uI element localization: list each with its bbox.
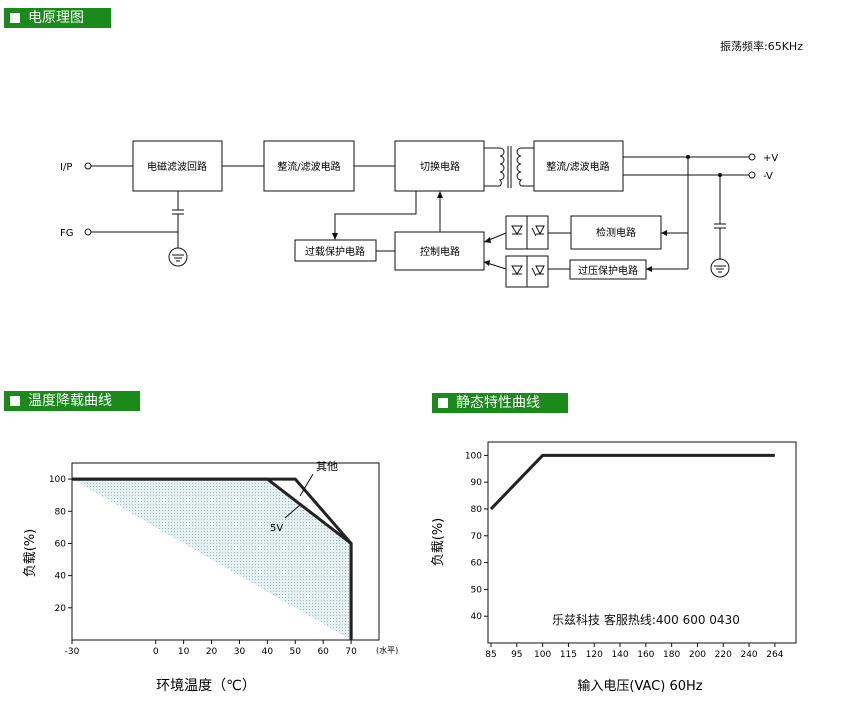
y-tick-label: 90 <box>471 478 483 488</box>
x-tick-label: 50 <box>290 647 302 657</box>
positive-output-terminal <box>748 153 756 161</box>
series-line <box>489 453 775 511</box>
y-tick-label: 80 <box>55 507 67 517</box>
y-tick-label: 80 <box>471 505 483 515</box>
x-axis-title: 输入电压(VAC) 60Hz <box>577 678 702 694</box>
watermark-text: 乐兹科技 客服热线:400 600 0430 <box>552 613 740 627</box>
x-tick-label: 95 <box>511 650 522 660</box>
section-header-static: 静态特性曲线 <box>432 393 568 413</box>
y-tick-label: 60 <box>471 559 483 569</box>
x-tick-label: 140 <box>611 650 628 660</box>
square-icon <box>438 398 448 408</box>
y-tick-label: 40 <box>55 572 67 582</box>
square-icon <box>10 13 20 23</box>
x-tick-label: 120 <box>586 650 603 660</box>
earth-ground-icon <box>168 247 188 267</box>
y-axis-title: 负载(%) <box>431 518 446 567</box>
detection-label: 检测电路 <box>596 226 636 239</box>
fg-terminal <box>84 228 92 236</box>
x-tick-label: -30 <box>65 647 80 657</box>
y-tick-label: 100 <box>49 475 66 485</box>
block-diagram: I/P FG 电磁滤波回路 整流/滤波电路 切换电路 整流/滤波电路 <box>60 140 778 288</box>
x-tick-label: 180 <box>663 650 680 660</box>
x-tick-label: 100 <box>534 650 551 660</box>
y-tick-label: 50 <box>471 585 483 595</box>
y-tick-label: 60 <box>55 539 67 549</box>
emi-filter-block <box>132 140 223 192</box>
overload-protection-label: 过载保护电路 <box>305 245 365 258</box>
derating-area <box>72 479 352 640</box>
negative-output-label: -V <box>763 171 773 182</box>
x-tick-label: 0 <box>153 647 159 657</box>
x-tick-label: 40 <box>262 647 274 657</box>
control-label: 控制电路 <box>420 245 460 258</box>
x-axis-title: 环境温度（℃） <box>156 678 256 694</box>
transformer-icon <box>484 146 534 188</box>
x-unit-label: (水平) <box>376 645 398 655</box>
switching-label: 切换电路 <box>420 160 460 173</box>
section-header-derating: 温度降载曲线 <box>4 391 140 411</box>
x-tick-label: 70 <box>345 647 357 657</box>
negative-output-terminal <box>748 171 756 179</box>
x-tick-label: 264 <box>766 650 783 660</box>
y-tick-label: 40 <box>471 612 483 622</box>
overvoltage-protection-label: 过压保护电路 <box>578 264 638 277</box>
y-axis-title: 负载(%) <box>23 529 38 578</box>
x-tick-label: 20 <box>206 647 218 657</box>
y-tick-label: 70 <box>471 532 483 542</box>
fg-terminal-label: FG <box>60 228 74 239</box>
x-tick-label: 60 <box>317 647 329 657</box>
section-title: 温度降载曲线 <box>28 393 112 409</box>
x-tick-label: 240 <box>740 650 757 660</box>
x-tick-label: 200 <box>689 650 706 660</box>
section-header-schematic: 电原理图 <box>4 8 111 28</box>
x-tick-label: 30 <box>234 647 246 657</box>
oscillation-frequency: 振荡频率:65KHz <box>720 40 803 53</box>
positive-output-label: +V <box>763 153 778 164</box>
series-label-5v: 5V <box>270 523 283 534</box>
earth-ground-icon <box>710 258 730 278</box>
switching-block <box>394 140 485 192</box>
optocoupler-icon <box>505 255 549 288</box>
square-icon <box>10 396 20 406</box>
plot-frame <box>487 441 797 644</box>
optocoupler-icon <box>505 215 549 250</box>
plot-frame <box>71 462 380 641</box>
emi-filter-label: 电磁滤波回路 <box>147 160 207 173</box>
x-tick-label: 160 <box>637 650 654 660</box>
section-title: 静态特性曲线 <box>456 395 540 411</box>
static-characteristic-chart: 85 95 100 115 120 140 160 180 200 220 240 264 40 50 60… <box>431 441 797 694</box>
derating-chart: -30 0 10 20 30 40 50 60 70 20 40 60 80 100 其他 5V (水平)… <box>23 460 398 694</box>
series-label-other: 其他 <box>316 460 338 473</box>
input-terminal <box>84 162 92 170</box>
x-tick-label: 10 <box>178 647 190 657</box>
series-line-5v <box>72 477 353 640</box>
y-tick-label: 100 <box>465 451 482 461</box>
output-rectifier-label: 整流/滤波电路 <box>546 160 609 173</box>
x-tick-label: 115 <box>560 650 577 660</box>
input-terminal-label: I/P <box>60 162 72 173</box>
rectifier-filter-label: 整流/滤波电路 <box>277 160 340 173</box>
y-tick-label: 20 <box>55 604 67 614</box>
x-tick-label: 85 <box>485 650 496 660</box>
output-rectifier-block <box>533 140 624 192</box>
x-tick-label: 220 <box>715 650 732 660</box>
section-title: 电原理图 <box>28 10 84 26</box>
